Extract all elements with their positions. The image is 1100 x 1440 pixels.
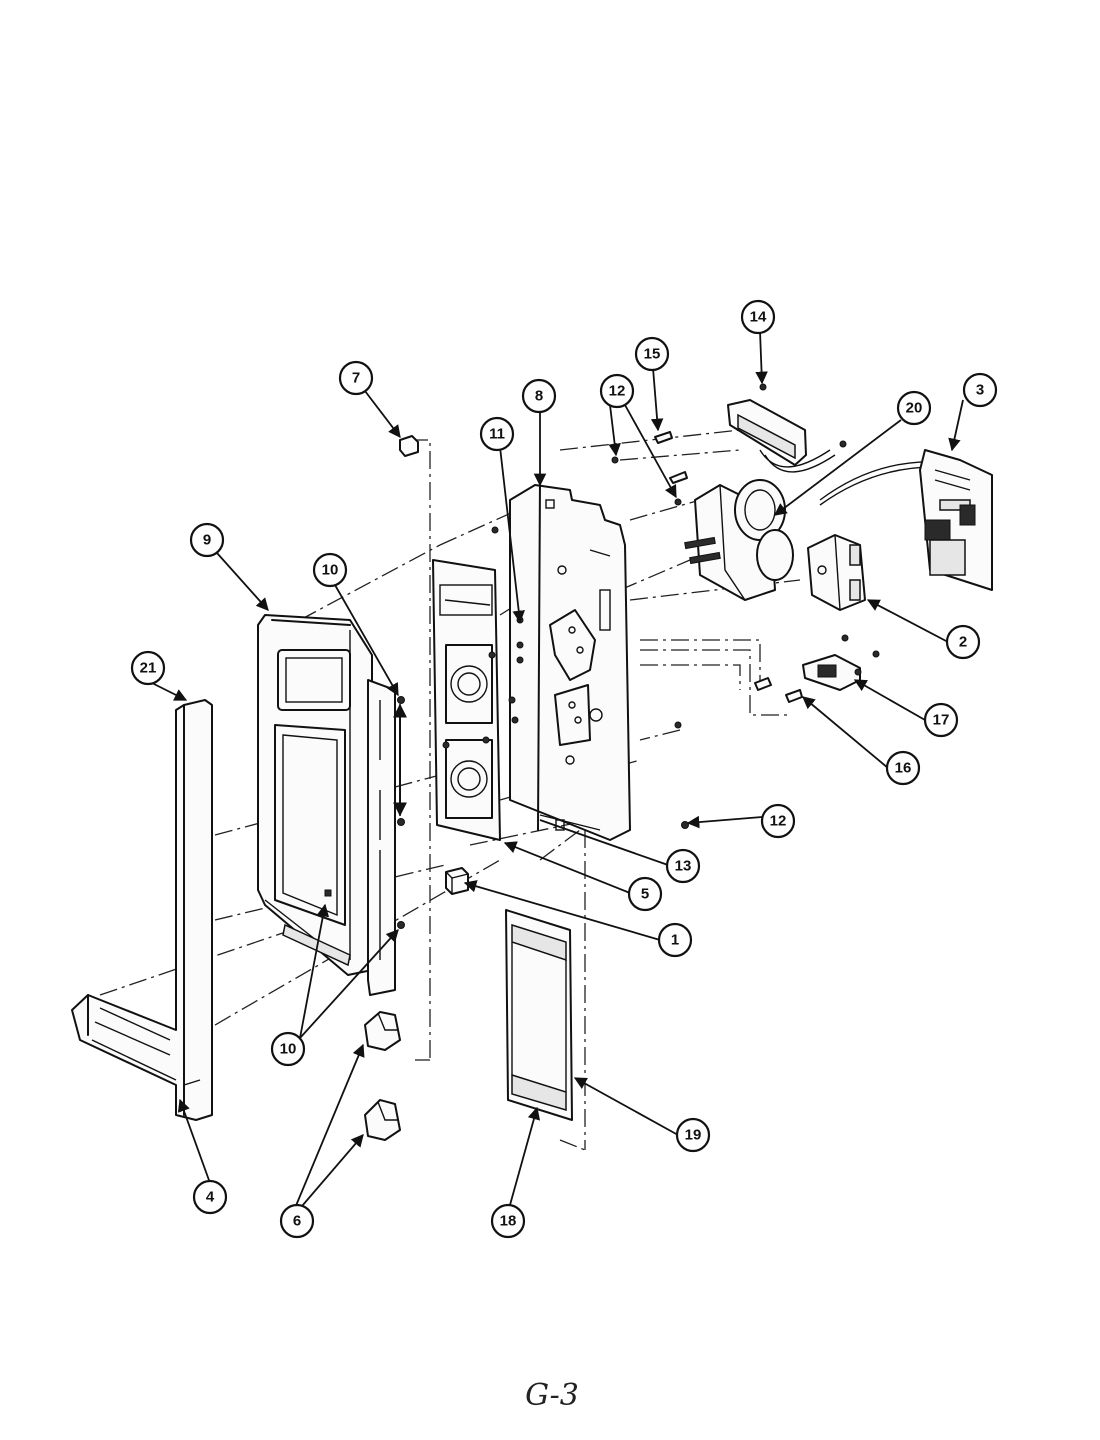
callout-19: 19	[675, 1117, 711, 1153]
side-strip	[367, 679, 407, 996]
small-plug-part	[785, 689, 803, 703]
display-board	[727, 383, 847, 473]
page-code: G-3	[525, 1378, 579, 1413]
door-switch-part	[754, 634, 880, 691]
control-panel-frame	[257, 614, 373, 976]
callout-16: 16	[885, 750, 921, 786]
callout-5: 5	[627, 876, 663, 912]
svg-text:19: 19	[685, 1127, 702, 1144]
callout-20: 20	[896, 390, 932, 426]
svg-text:16: 16	[895, 760, 912, 777]
callout-4: 4	[192, 1179, 228, 1215]
callout-15: 15	[634, 336, 670, 372]
callout-18: 18	[490, 1203, 526, 1239]
door-frame-part	[71, 699, 213, 1121]
svg-text:14: 14	[750, 309, 767, 326]
svg-text:21: 21	[140, 660, 157, 677]
callout-10-upper: 10	[312, 552, 348, 588]
svg-text:10: 10	[322, 562, 339, 579]
svg-text:12: 12	[770, 813, 787, 830]
svg-text:13: 13	[675, 858, 692, 875]
svg-text:7: 7	[352, 370, 360, 387]
svg-text:9: 9	[203, 532, 211, 549]
svg-text:2: 2	[959, 634, 967, 651]
svg-text:1: 1	[671, 932, 679, 949]
callout-14: 14	[740, 299, 776, 335]
leader-lines	[147, 330, 964, 1221]
svg-text:4: 4	[206, 1189, 215, 1206]
svg-text:12: 12	[609, 383, 626, 400]
callout-7: 7	[338, 360, 374, 396]
svg-text:6: 6	[293, 1213, 301, 1230]
svg-text:18: 18	[500, 1213, 517, 1230]
circuit-board-part	[919, 449, 993, 591]
callout-2: 2	[945, 624, 981, 660]
callout-21: 21	[130, 650, 166, 686]
svg-text:20: 20	[906, 400, 923, 417]
callout-12-upper: 12	[599, 373, 635, 409]
svg-text:11: 11	[489, 426, 505, 443]
svg-text:8: 8	[535, 388, 543, 405]
svg-text:5: 5	[641, 886, 649, 903]
svg-text:15: 15	[644, 346, 661, 363]
callout-6: 6	[279, 1203, 315, 1239]
callout-10-lower: 10	[270, 1031, 306, 1067]
callout-12-lower: 12	[760, 803, 796, 839]
part-7-block	[399, 435, 419, 457]
callout-3: 3	[962, 372, 998, 408]
transformer-part	[807, 534, 866, 611]
knob-parts	[364, 1011, 401, 1141]
callout-1: 1	[657, 922, 693, 958]
callout-11: 11	[479, 416, 515, 452]
button-board-part	[432, 559, 501, 841]
spacer-part	[654, 431, 688, 484]
svg-text:10: 10	[280, 1041, 297, 1058]
small-block-part	[445, 867, 469, 895]
mounting-plate	[491, 456, 689, 841]
window-panel-part	[505, 909, 573, 1121]
callout-9: 9	[189, 522, 225, 558]
motor-part	[684, 461, 941, 601]
callout-8: 8	[521, 378, 557, 414]
callout-13: 13	[665, 848, 701, 884]
svg-text:3: 3	[976, 382, 984, 399]
svg-text:17: 17	[933, 712, 950, 729]
callout-17: 17	[923, 702, 959, 738]
